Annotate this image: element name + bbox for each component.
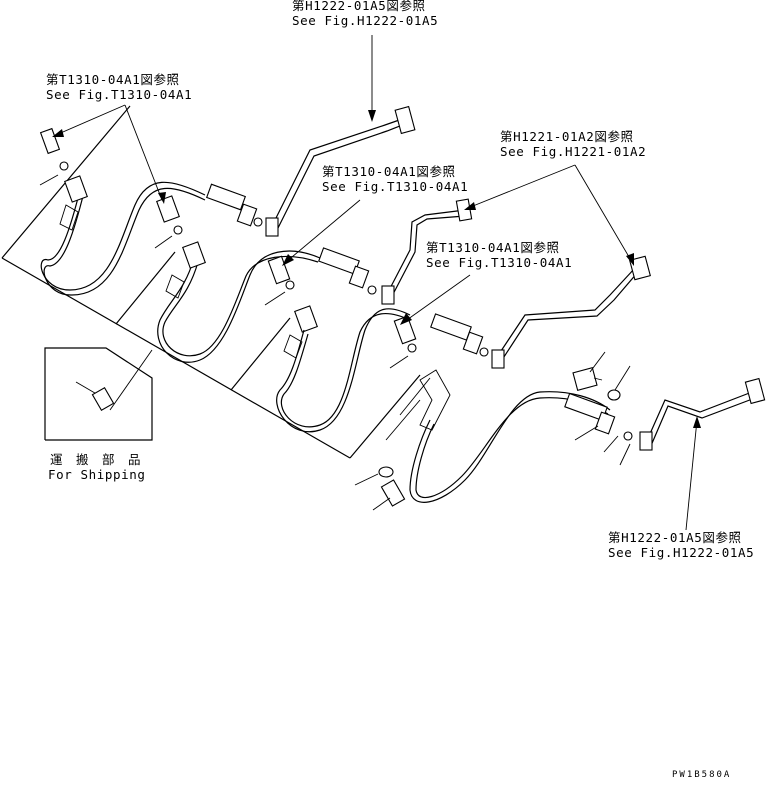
callout-t1310-right: 第T1310-04A1図参照 See Fig.T1310-04A1 [426,240,572,270]
callout-en: See Fig.T1310-04A1 [46,87,193,102]
rigid-pipe-far-right [639,377,766,451]
shipping-part-box [44,347,153,441]
callout-jp: 第T1310-04A1図参照 [426,240,560,255]
callout-jp: 第H1222-01A5図参照 [292,0,426,13]
rigid-pipe-middle [381,198,473,305]
rigid-pipe-right [491,255,651,369]
callout-h1222-bottom: 第H1222-01A5図参照 See Fig.H1222-01A5 [608,530,754,560]
callout-jp: 第T1310-04A1図参照 [46,72,180,87]
shipping-en: For Shipping [48,467,146,482]
callout-h1221: 第H1221-01A2図参照 See Fig.H1221-01A2 [500,129,646,159]
callout-en: See Fig.H1221-01A2 [500,144,647,159]
callout-en: See Fig.H1222-01A5 [608,545,755,560]
right-fittings [564,351,633,466]
leader-lines [52,35,701,531]
callout-t1310-left: 第T1310-04A1図参照 See Fig.T1310-04A1 [46,72,192,102]
hose-4 [354,313,611,511]
hose-2 [154,183,321,363]
drawing-code: PW1B580A [672,770,732,780]
callout-jp: 第T1310-04A1図参照 [322,164,456,179]
callout-h1222-top: 第H1222-01A5図参照 See Fig.H1222-01A5 [292,0,438,28]
hose-3 [264,247,411,433]
shipping-jp: 運 搬 部 品 [49,452,144,467]
callout-en: See Fig.T1310-04A1 [426,255,573,270]
rigid-pipe-top [265,105,416,237]
callout-t1310-middle: 第T1310-04A1図参照 See Fig.T1310-04A1 [322,164,468,194]
hose-1 [39,127,206,296]
callout-en: See Fig.H1222-01A5 [292,13,439,28]
callout-en: See Fig.T1310-04A1 [322,179,469,194]
callout-jp: 第H1222-01A5図参照 [608,530,742,545]
shipping-label: 運 搬 部 品 For Shipping [48,452,146,482]
callout-jp: 第H1221-01A2図参照 [500,129,634,144]
